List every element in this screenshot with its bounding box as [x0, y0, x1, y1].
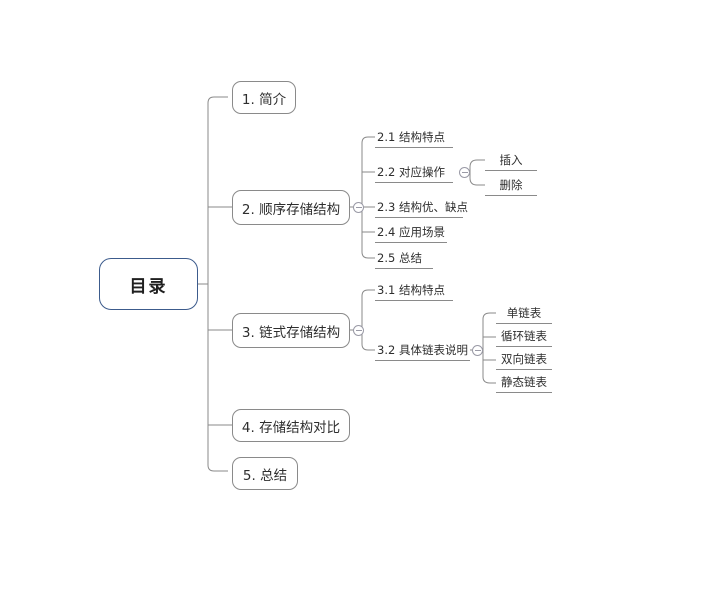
node-2-4-use-cases[interactable]: 2.4 应用场景	[375, 221, 447, 243]
node-3-2-linked-list-details[interactable]: 3.2 具体链表说明	[375, 339, 470, 361]
node-3-2-1-singly-linked-list[interactable]: 单链表	[496, 303, 552, 324]
node-1-introduction[interactable]: 1. 简介	[232, 81, 296, 114]
node-2-2-2-delete[interactable]: 删除	[485, 175, 537, 196]
root-node[interactable]: 目录	[99, 258, 198, 310]
node-3-2-4-static-linked-list[interactable]: 静态链表	[496, 372, 552, 393]
node-4-storage-comparison[interactable]: 4. 存储结构对比	[232, 409, 350, 442]
node-2-1-structure-features[interactable]: 2.1 结构特点	[375, 126, 453, 148]
collapse-toggle-node3-2[interactable]	[472, 345, 483, 356]
node-2-sequential-storage[interactable]: 2. 顺序存储结构	[232, 190, 350, 225]
node-2-2-operations[interactable]: 2.2 对应操作	[375, 161, 453, 183]
node-5-summary[interactable]: 5. 总结	[232, 457, 298, 490]
collapse-toggle-node2-2[interactable]	[459, 167, 470, 178]
node-2-5-summary[interactable]: 2.5 总结	[375, 247, 433, 269]
node-2-2-1-insert[interactable]: 插入	[485, 150, 537, 171]
node-3-2-2-circular-linked-list[interactable]: 循环链表	[496, 326, 552, 347]
node-3-1-structure-features[interactable]: 3.1 结构特点	[375, 279, 453, 301]
node-3-2-3-doubly-linked-list[interactable]: 双向链表	[496, 349, 552, 370]
collapse-toggle-node3[interactable]	[353, 325, 364, 336]
node-2-3-pros-cons[interactable]: 2.3 结构优、缺点	[375, 196, 468, 218]
collapse-toggle-node2[interactable]	[353, 202, 364, 213]
node-3-linked-storage[interactable]: 3. 链式存储结构	[232, 313, 350, 348]
